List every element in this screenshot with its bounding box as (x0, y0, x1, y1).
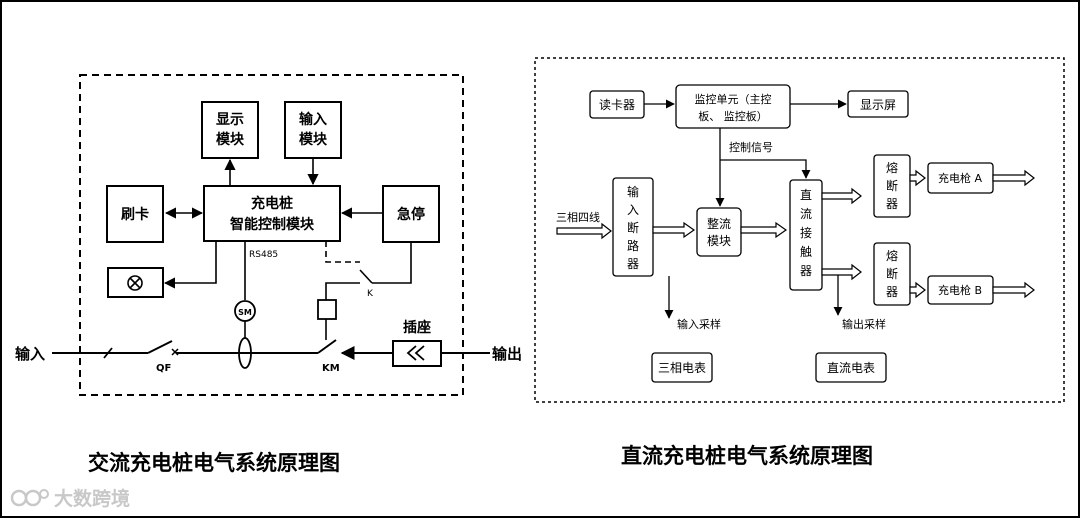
current-transformer-icon (238, 337, 252, 369)
dc-three-phase-meter-label: 三相电表 (658, 361, 706, 375)
svg-text:断: 断 (886, 178, 898, 193)
ac-socket: 插座 (392, 319, 442, 367)
ac-controller-box: 充电桩 智能控制模块 (203, 185, 341, 242)
svg-text:触: 触 (800, 245, 812, 259)
dc-three-phase-meter-box (651, 352, 713, 383)
dc-dc-meter-box (815, 352, 887, 383)
dc-contactor-box (789, 179, 823, 291)
svg-text:输: 输 (627, 184, 639, 199)
dc-breaker-to-rectifier-arrow (652, 221, 696, 239)
ac-qf-label: QF (156, 363, 171, 374)
dc-fuse-a-label: 熔 断 器 (886, 160, 898, 211)
dc-fuse-a-to-gun-a-arrow (909, 169, 926, 187)
dc-monitor-unit-line2: 板、 监控板） (698, 109, 768, 123)
dc-fuse-b-label: 熔 断 器 (886, 248, 898, 299)
dc-display-screen-box (847, 90, 909, 118)
dc-rectifier-box (696, 207, 742, 257)
svg-text:入: 入 (627, 203, 639, 217)
ac-output-label: 输出 (492, 345, 522, 363)
svg-text:器: 器 (886, 285, 898, 299)
dc-contactor-to-fuse-b-arrow (821, 263, 862, 281)
svg-text:断: 断 (627, 220, 639, 235)
ac-rs485-label: RS485 (249, 250, 278, 260)
ac-diagram: 显示 模块 输入 模块 刷卡 充电桩 智能控制模块 急停 (15, 74, 522, 396)
dc-output-sampling-label: 输出采样 (842, 317, 886, 331)
svg-text:器: 器 (627, 257, 639, 271)
dc-fuse-b-box (873, 242, 911, 306)
watermark: 大数跨境 (10, 484, 130, 511)
watermark-logo-icon (10, 488, 49, 506)
svg-text:路: 路 (627, 238, 639, 253)
ac-input-label: 输入 (15, 345, 45, 363)
dc-monitor-unit-box (675, 84, 791, 129)
dc-three-phase-label: 三相四线 (556, 210, 600, 224)
ac-emergency-stop-box: 急停 (382, 185, 440, 243)
relay-coil-icon (317, 299, 337, 320)
svg-text:熔: 熔 (886, 248, 898, 263)
ac-relay-label: K (367, 289, 374, 299)
ac-card-swipe-box: 刷卡 (106, 185, 164, 243)
dc-caption: 直流充电桩电气系统原理图 (621, 444, 873, 468)
dc-dc-meter-label: 直流电表 (827, 361, 875, 375)
ac-km-label: KM (322, 363, 340, 374)
dc-gun-a-output-arrow (992, 169, 1035, 187)
ac-input-module-line2: 模块 (299, 131, 328, 148)
ac-input-module: 输入 模块 (284, 101, 342, 159)
svg-text:器: 器 (800, 264, 812, 278)
dc-contactor-label: 直 流 接 触 器 (800, 188, 812, 278)
dc-dotted-boundary (534, 57, 1065, 403)
watermark-text: 大数跨境 (54, 488, 131, 510)
svg-text:熔: 熔 (886, 160, 898, 175)
dc-diagram: 读卡器 监控单元（主控 板、 监控板） 显示屏 输 入 断 路 器 整流 模块 … (534, 57, 1065, 403)
dc-display-screen-label: 显示屏 (860, 98, 896, 112)
dc-rectifier-to-contactor-arrow (740, 221, 788, 239)
svg-text:断: 断 (886, 266, 898, 281)
ac-socket-label: 插座 (403, 319, 431, 336)
svg-text:接: 接 (800, 225, 812, 240)
svg-text:器: 器 (886, 197, 898, 211)
dc-rectifier-line2: 模块 (707, 234, 731, 248)
dc-fuse-b-to-gun-b-arrow (909, 281, 926, 299)
svg-text:流: 流 (800, 207, 812, 221)
dc-input-breaker-label: 输 入 断 路 器 (627, 184, 639, 271)
dc-power-flow-arrows (556, 169, 1035, 299)
ac-controller-line1: 充电桩 (251, 195, 293, 212)
dc-monitor-unit-line1: 监控单元（主控 (695, 92, 772, 106)
ac-display-module: 显示 模块 (201, 101, 259, 159)
dc-gun-b-label: 充电枪 B (938, 283, 982, 297)
dc-control-signal-label: 控制信号 (729, 140, 773, 154)
dc-gun-b-output-arrow (992, 281, 1035, 299)
svg-text:直: 直 (800, 188, 812, 202)
ac-meter-label: SM (238, 308, 252, 317)
ac-breaker-symbols (103, 337, 252, 369)
dc-card-reader-label: 读卡器 (599, 98, 635, 112)
dc-gun-a-label: 充电枪 A (938, 171, 982, 185)
ac-emergency-stop-label: 急停 (397, 206, 425, 223)
ac-input-module-line1: 输入 (299, 111, 327, 128)
ac-card-swipe-label: 刷卡 (121, 206, 149, 223)
dc-connections (644, 99, 847, 319)
dc-rectifier-line1: 整流 (707, 216, 731, 231)
ac-main-power-line (52, 339, 490, 360)
socket-icon (406, 345, 425, 361)
dc-input-power-arrow (556, 222, 612, 240)
ac-display-module-line1: 显示 (216, 112, 244, 128)
ac-controller-line2: 智能控制模块 (229, 216, 315, 233)
ac-dashed-boundary (79, 74, 464, 396)
dc-fuse-a-box (873, 154, 911, 218)
dc-contactor-to-fuse-a-arrow (821, 187, 862, 205)
ac-caption: 交流充电桩电气系统原理图 (88, 451, 340, 475)
indicator-lamp-icon (107, 267, 164, 298)
ac-display-module-line2: 模块 (216, 131, 245, 148)
dc-input-sampling-label: 输入采样 (677, 317, 721, 331)
ac-connections (163, 158, 412, 340)
meter-icon: SM (234, 300, 256, 322)
